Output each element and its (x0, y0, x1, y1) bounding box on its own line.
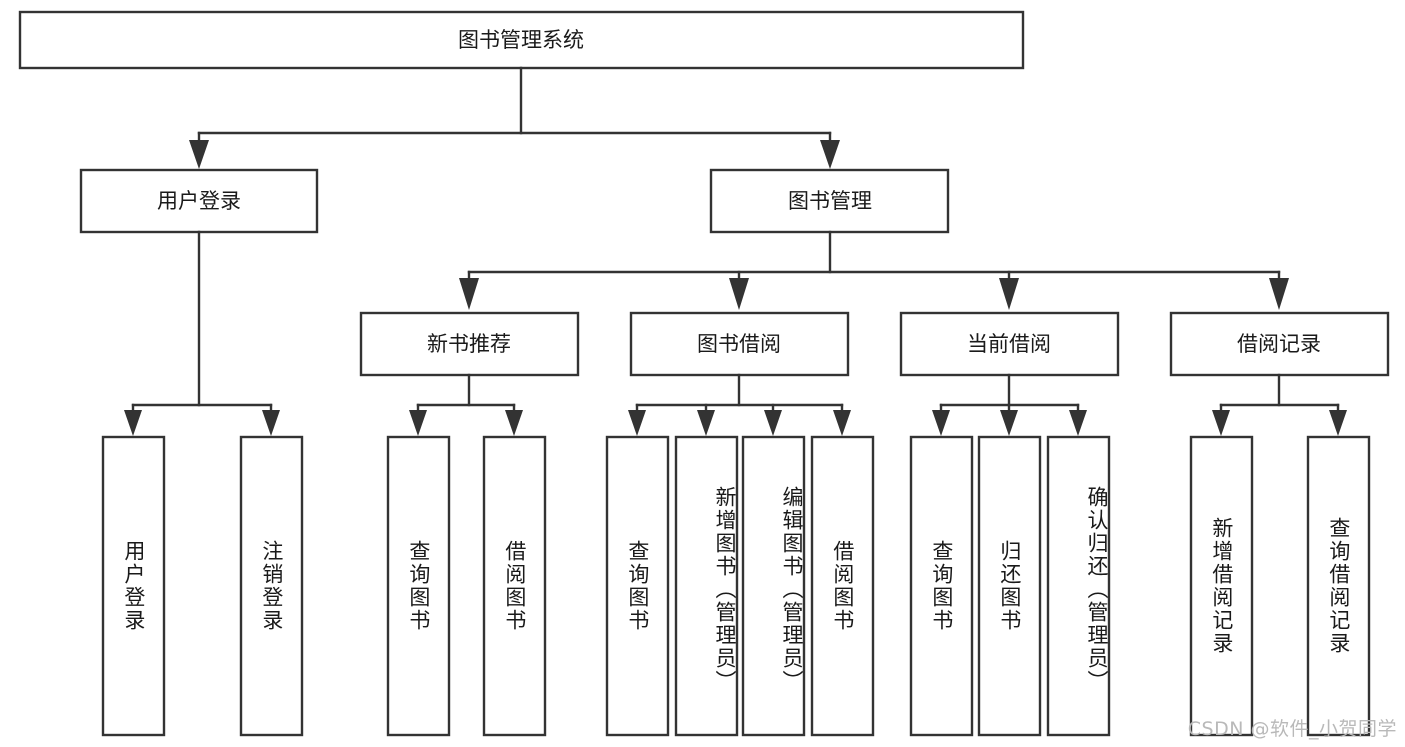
arrow-to-book-borrow (729, 278, 749, 310)
arrow-cb-leaf-3 (1069, 410, 1087, 436)
node-root-label: 图书管理系统 (458, 28, 584, 52)
arrow-to-new-book-rec (459, 278, 479, 310)
leaf-box-bb-query-book[interactable] (605, 435, 670, 737)
leaf-box-user-login[interactable] (101, 435, 166, 737)
node-user-login[interactable]: 用户登录 (79, 168, 319, 234)
node-book-management-label: 图书管理 (788, 189, 872, 213)
node-book-management-box[interactable] (709, 168, 950, 234)
arrow-to-leaf-user-login (124, 410, 142, 436)
leaf-box-cb-query-book[interactable] (909, 435, 974, 737)
leaf-box-bb-borrow-book[interactable] (810, 435, 875, 737)
csdn-watermark: CSDN @软件_小贺同学 (1187, 718, 1397, 740)
node-current-borrow-label: 当前借阅 (967, 332, 1051, 356)
leaf-box-br-query-record[interactable] (1306, 435, 1371, 737)
node-root-box[interactable] (18, 10, 1025, 70)
arrow-nbr-leaf-2 (505, 410, 523, 436)
node-borrow-record[interactable]: 借阅记录 (1169, 311, 1390, 377)
leaf-box-cb-confirm-return[interactable] (1046, 435, 1111, 737)
arrow-to-leaf-logout (262, 410, 280, 436)
arrow-bb-leaf-4 (833, 410, 851, 436)
arrow-bb-leaf-3 (764, 410, 782, 436)
node-book-management[interactable]: 图书管理 (709, 168, 950, 234)
node-current-borrow[interactable]: 当前借阅 (899, 311, 1120, 377)
node-current-borrow-box[interactable] (899, 311, 1120, 377)
node-user-login-label: 用户登录 (157, 189, 241, 213)
node-new-book-recommend[interactable]: 新书推荐 (359, 311, 580, 377)
arrow-br-leaf-2 (1329, 410, 1347, 436)
arrow-root-to-book-mgmt (820, 140, 840, 169)
arrow-bb-leaf-1 (628, 410, 646, 436)
leaf-box-logout[interactable] (239, 435, 304, 737)
leaf-box-bb-edit-book[interactable] (741, 435, 806, 737)
leaf-box-bb-add-book[interactable] (674, 435, 739, 737)
arrow-to-borrow-record (1269, 278, 1289, 310)
leaf-box-br-add-record[interactable] (1189, 435, 1254, 737)
arrow-root-to-user-login (189, 140, 209, 169)
arrow-nbr-leaf-1 (409, 410, 427, 436)
node-book-borrow-box[interactable] (629, 311, 850, 377)
node-borrow-record-label: 借阅记录 (1237, 332, 1321, 356)
leaf-box-nbr-borrow-book[interactable] (482, 435, 547, 737)
node-root[interactable]: 图书管理系统 (18, 10, 1025, 70)
arrow-cb-leaf-2 (1000, 410, 1018, 436)
node-book-borrow[interactable]: 图书借阅 (629, 311, 850, 377)
node-new-book-recommend-box[interactable] (359, 311, 580, 377)
leaf-box-nbr-query-book[interactable] (386, 435, 451, 737)
arrow-cb-leaf-1 (932, 410, 950, 436)
arrow-to-current-borrow (999, 278, 1019, 310)
arrow-bb-leaf-2 (697, 410, 715, 436)
arrow-br-leaf-1 (1212, 410, 1230, 436)
leaf-box-cb-return-book[interactable] (977, 435, 1042, 737)
node-book-borrow-label: 图书借阅 (697, 332, 781, 356)
node-borrow-record-box[interactable] (1169, 311, 1390, 377)
node-new-book-recommend-label: 新书推荐 (427, 332, 511, 356)
